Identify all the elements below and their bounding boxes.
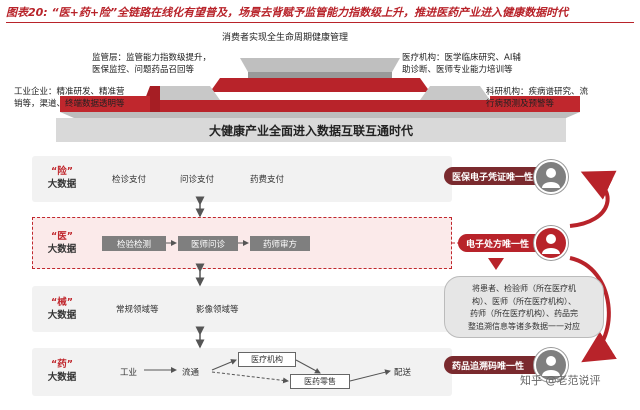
xian-row-label: “险” 大数据: [42, 165, 82, 191]
podium-right-mid-line2: 助诊断、医师专业能力培训等: [402, 65, 513, 75]
title-rule: [6, 22, 634, 23]
podium-left-low-line1: 工业企业：精准研发、精准营: [14, 87, 125, 97]
podium-graphic: [60, 58, 580, 118]
podium-top-block: [240, 58, 400, 72]
xian-node-drug-payment: 药费支付: [250, 175, 285, 185]
curved-arrow-down: [569, 256, 617, 363]
yao-row-label: “药” 大数据: [42, 358, 82, 384]
podium-top-label: 消费者实现全生命周期健康管理: [222, 33, 349, 43]
mapping-note: 将患者、检验师（所在医疗机 构）、医师（所在医疗机构）、 药师（所在医疗机构）、…: [444, 276, 604, 338]
yao-node-delivery: 配送: [394, 368, 412, 378]
yao-label-hl: “药”: [51, 359, 73, 370]
yi-label-text: 大数据: [47, 244, 77, 255]
xian-label-hl: “险”: [51, 166, 73, 177]
pill-e-prescription: 电子处方唯一性: [458, 234, 556, 252]
person-icon: [534, 348, 568, 382]
yao-node-retail: 医药零售: [290, 374, 350, 389]
arrow-yao-2: [211, 359, 237, 371]
era-banner: 大健康产业全面进入数据互联互通时代: [56, 118, 566, 142]
person-icon: [534, 160, 568, 194]
podium-low-block: [140, 100, 500, 112]
mapping-note-line4: 整追溯信息等诸多数据一一对应: [468, 321, 580, 331]
yi-row-label: “医” 大数据: [42, 230, 82, 256]
yi-label-hl: “医”: [51, 231, 73, 242]
down-arrow-to-note: [488, 258, 504, 270]
xie-node-imaging: 影像领域等: [196, 305, 239, 315]
pill-drug-trace-code: 药品追溯码唯一性: [444, 356, 554, 374]
xie-label-hl: “械”: [51, 297, 73, 308]
xie-row: [32, 286, 452, 332]
xie-label-text: 大数据: [47, 310, 77, 321]
podium-left-low-line2: 销等，渠道、终端数据透明等: [14, 99, 125, 109]
podium-right-mid-line1: 医疗机构：医学临床研究、AI辅: [402, 53, 521, 63]
xian-node-exam-payment: 检诊支付: [112, 175, 147, 185]
mapping-note-line1: 将患者、检验师（所在医疗机: [472, 284, 576, 293]
podium-mid-block: [210, 78, 430, 92]
podium-right-low-line1: 科研机构：疾病谱研究、流: [486, 87, 589, 97]
podium-right-low-line2: 行病预测及预警等: [486, 99, 555, 109]
curved-arrow-up: [569, 170, 617, 228]
podium-left-wing: [60, 96, 150, 112]
xian-node-consult-payment: 问诊支付: [180, 175, 215, 185]
xie-row-label: “械” 大数据: [42, 296, 82, 322]
yao-node-hospital: 医疗机构: [238, 352, 296, 367]
yao-node-industry: 工业: [120, 368, 138, 378]
yao-node-distribution: 流通: [182, 368, 200, 378]
podium-top-front: [248, 72, 392, 78]
podium-base: [60, 112, 580, 118]
yi-node-doctor-consult: 医师问诊: [178, 236, 238, 251]
xian-row: [32, 156, 452, 202]
yao-label-text: 大数据: [47, 372, 77, 383]
yi-node-pharmacist-review: 药师审方: [250, 236, 310, 251]
watermark: 知乎 @老范说评: [520, 374, 601, 387]
xian-label-text: 大数据: [47, 179, 77, 190]
podium-left-mid-line2: 医保监控、问题药品召回等: [92, 65, 195, 75]
person-icon: [534, 226, 568, 260]
pill-insurance-voucher: 医保电子凭证唯一性: [444, 167, 554, 185]
xie-node-routine: 常规领域等: [116, 305, 159, 315]
mapping-note-line3: 药师（所在医疗机构）、药品完: [470, 309, 578, 318]
mapping-note-line2: 构）、医师（所在医疗机构）、: [472, 296, 576, 306]
yi-node-lab-test: 检验检测: [102, 236, 166, 251]
podium-right-wing: [490, 96, 580, 112]
arrow-yao-3: [211, 371, 289, 384]
arrow-yao-5: [349, 369, 391, 382]
figure-title: 图表20: “医+药+险”全链路在线化有望普及，场景去背赋予监管能力指数级上升，…: [6, 6, 569, 19]
podium-mid-stage: [150, 86, 490, 100]
arrow-yao-4: [295, 359, 321, 374]
podium-left-mid-line1: 监管层：监管能力指数级提升，: [92, 53, 212, 63]
